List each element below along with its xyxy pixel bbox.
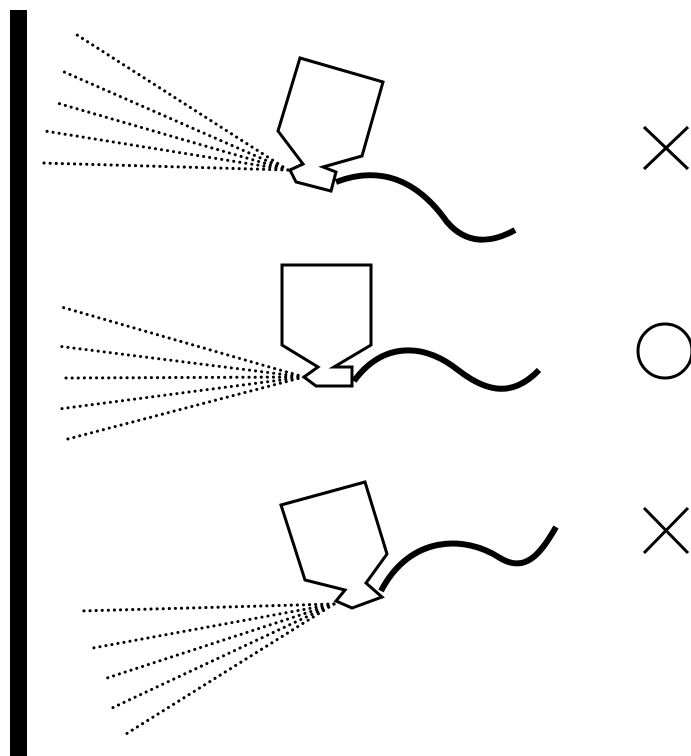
cross-mark-icon xyxy=(642,125,690,171)
spray-gun-icon xyxy=(276,56,385,193)
spray-gun-icon xyxy=(280,263,373,388)
spray-line xyxy=(56,304,306,379)
spray-line xyxy=(91,602,336,650)
spray-line xyxy=(78,602,336,613)
spray-gun-icon xyxy=(279,480,389,610)
spray-line xyxy=(55,101,290,172)
spray-line xyxy=(124,602,336,736)
row-tilted-up xyxy=(40,31,690,243)
spray-line xyxy=(110,602,336,710)
air-hose xyxy=(351,347,542,392)
spray-line xyxy=(55,344,306,379)
row-level xyxy=(55,263,691,442)
spray-pattern xyxy=(40,31,290,172)
air-hose xyxy=(378,525,559,593)
spray-line xyxy=(40,161,290,172)
spray-line xyxy=(102,602,336,681)
air-hose xyxy=(334,172,517,243)
cross-mark-icon xyxy=(642,506,690,555)
spray-line xyxy=(60,69,290,172)
spray-line xyxy=(57,375,306,411)
circle-mark-icon xyxy=(636,322,691,380)
spray-line xyxy=(72,31,290,172)
spray-line xyxy=(63,375,306,380)
row-tilted-down xyxy=(78,480,690,736)
spray-pattern xyxy=(55,304,306,442)
spray-line xyxy=(43,129,290,172)
spray-surface-wall xyxy=(10,10,27,756)
spray-pattern xyxy=(78,602,336,736)
spray-line xyxy=(62,375,306,442)
